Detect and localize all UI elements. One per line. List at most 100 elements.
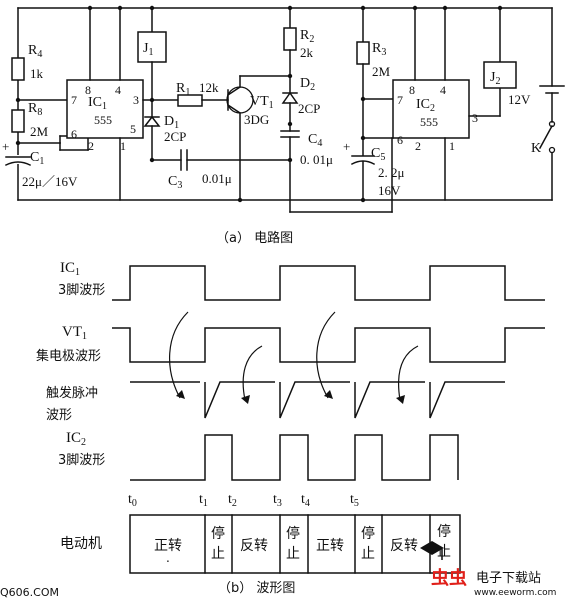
ic1-pin8: 8 <box>85 83 91 97</box>
arrow-1 <box>169 311 189 399</box>
ic2-pin4: 4 <box>440 83 446 97</box>
ic1-name: IC1 <box>88 95 107 112</box>
c4-value: 0. 01μ <box>300 152 333 167</box>
vt1-wave-title: VT1 <box>62 324 87 342</box>
r8-name: R8 <box>28 101 42 118</box>
ic1-pin4: 4 <box>115 83 121 97</box>
j2-relay <box>483 61 517 89</box>
j1-relay <box>137 31 167 63</box>
ic2-pin6: 6 <box>397 133 403 147</box>
ic1-wave-title: IC1 <box>60 260 80 278</box>
r1-name: R1 <box>176 81 190 98</box>
ic2-name: IC2 <box>416 97 435 114</box>
ic1-wave-desc: 3脚波形 <box>58 282 105 298</box>
ic1-waveform <box>112 265 545 301</box>
arrow-2 <box>242 345 263 401</box>
ic1-pin3: 3 <box>133 93 139 107</box>
ic2-wave-title: IC2 <box>66 430 86 448</box>
j2-name: J2 <box>490 70 500 87</box>
c5-plus: + <box>343 139 350 154</box>
r3-value: 2M <box>372 64 391 79</box>
motor-cell-stop-1a: 停 <box>211 525 225 542</box>
motor-cell-stop-2a: 停 <box>286 525 300 542</box>
d2-diode <box>281 91 299 104</box>
d1-name: D1 <box>164 114 179 131</box>
r1-value: 12k <box>199 80 219 95</box>
ic1-pin2: 2 <box>88 139 94 153</box>
watermark-url: www.eeworm.com <box>474 588 556 598</box>
time-t5: t5 <box>350 492 359 509</box>
r3-resistor <box>356 41 370 65</box>
c1-name: C1 <box>30 150 44 167</box>
c5-rating: 16V <box>378 183 401 198</box>
time-t4: t4 <box>301 492 310 509</box>
motor-cell-stop-3b: 止 <box>361 546 375 562</box>
trigger-wave-line1: 触发脉冲 <box>46 385 98 401</box>
ic2-pin3: 3 <box>472 111 478 125</box>
caption-a: （a） 电路图 <box>216 230 293 246</box>
time-t3: t3 <box>273 492 282 509</box>
motor-label: 电动机 <box>60 536 102 552</box>
motor-cell-stop-2b: 止 <box>286 546 300 562</box>
r2-resistor <box>283 27 297 51</box>
ic2-pin8: 8 <box>409 83 415 97</box>
ic2-pin1: 1 <box>449 139 455 153</box>
arrow-3 <box>316 311 336 399</box>
r4-resistor <box>11 57 25 81</box>
arrow-4 <box>397 345 419 401</box>
switch-label: K <box>531 141 541 156</box>
motor-cell-reverse-2: 反转 <box>390 538 418 554</box>
watermark: Q606.COM 虫虫 电子下载站 www.eeworm.com <box>0 541 556 598</box>
time-t2: t2 <box>228 492 237 509</box>
trigger-waveform <box>130 381 505 419</box>
c3-name: C3 <box>168 174 182 191</box>
r3-name: R3 <box>372 41 386 58</box>
motor-cell-stop-3a: 停 <box>361 525 375 542</box>
r8-value: 2M <box>30 124 49 139</box>
ic1-pin1: 1 <box>120 139 126 153</box>
c5-value: 2. 2μ <box>378 165 405 180</box>
d2-name: D2 <box>300 76 315 93</box>
vt1-wave-desc: 集电极波形 <box>36 348 101 364</box>
c5-name: C5 <box>371 146 385 163</box>
ic1-chip <box>66 79 144 139</box>
battery-label: 12V <box>508 92 531 107</box>
ic2-part: 555 <box>420 115 438 129</box>
motor-box <box>129 514 461 574</box>
c4-name: C4 <box>308 132 322 149</box>
r4-value: 1k <box>30 66 44 81</box>
d1-value: 2CP <box>164 129 186 144</box>
c3-value: 0.01μ <box>202 171 232 186</box>
r2-value: 2k <box>300 45 314 60</box>
trigger-wave-line2: 波形 <box>46 408 72 423</box>
d2-value: 2CP <box>298 101 320 116</box>
vt1-name: VT1 <box>250 94 274 111</box>
motor-cell-forward-2: 正转 <box>316 538 344 554</box>
ic1-pin5: 5 <box>130 122 136 136</box>
caption-b: （b） 波形图 <box>218 581 295 596</box>
motor-cell-forward-mark: . <box>166 551 170 565</box>
ic1-pin7: 7 <box>71 93 77 107</box>
waveform-diagram: IC1 3脚波形 VT1 集电极波形 触发脉冲 波形 IC2 3脚波形 <box>36 260 545 509</box>
motor-cell-stop-1b: 止 <box>211 546 225 562</box>
ic2-pin2: 2 <box>415 139 421 153</box>
arrows <box>169 311 419 404</box>
motor-cell-stop-4a: 停 <box>437 523 451 540</box>
time-t0: t0 <box>128 492 137 509</box>
motor-cell-reverse-1: 反转 <box>240 538 268 554</box>
ic1-pin6: 6 <box>71 127 77 141</box>
motor-state-row: 电动机 正转 . 停 止 反转 停 止 正转 停 止 反转 停 止 <box>60 514 461 574</box>
vt1-waveform <box>112 327 545 363</box>
d1-diode <box>143 115 161 127</box>
j1-name: J1 <box>143 41 153 58</box>
watermark-logo-icon <box>420 541 444 560</box>
ic1-part: 555 <box>94 113 112 127</box>
watermark-brand: 电子下载站 <box>476 571 541 586</box>
c1-plus: + <box>2 139 9 154</box>
ic2-pin7: 7 <box>397 93 403 107</box>
r8-resistor <box>11 109 25 133</box>
time-t1: t1 <box>199 492 208 509</box>
motor-cell-forward-1: 正转 <box>154 538 182 554</box>
